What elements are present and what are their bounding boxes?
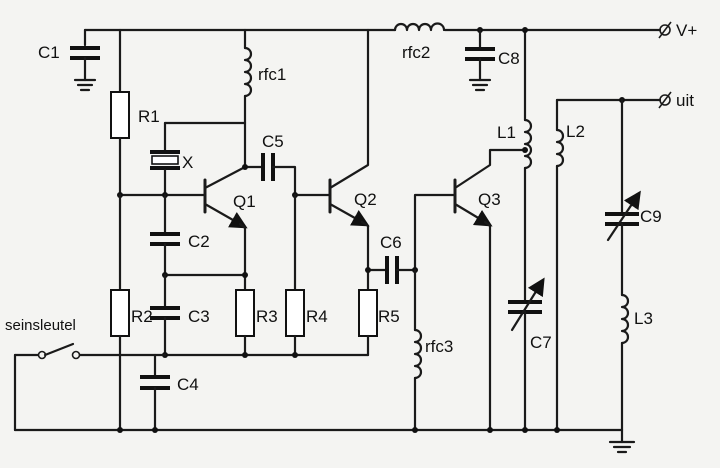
ground-rail	[13, 427, 636, 454]
emitter-bus	[162, 352, 370, 358]
c4-label: C4	[177, 375, 199, 394]
r1-label: R1	[138, 107, 160, 126]
c2-label: C2	[188, 232, 210, 251]
q2-label: Q2	[354, 190, 377, 209]
seinsleutel-label: seinsleutel	[5, 317, 76, 334]
capacitor-c3: C3	[150, 272, 248, 357]
c5-label: C5	[262, 132, 284, 151]
c3-label: C3	[188, 307, 210, 326]
resistor-r3: R3	[235, 289, 278, 357]
capacitor-c6: C6	[365, 233, 417, 284]
capacitor-c8: C8	[465, 27, 520, 92]
capacitor-c5: C5	[242, 132, 297, 197]
capacitor-c7: C7	[508, 277, 552, 432]
vplus-label: V+	[676, 21, 697, 40]
supply-rail	[83, 28, 662, 47]
inductor-rfc3: rfc3	[412, 193, 457, 432]
inductor-rfc2: rfc2	[393, 22, 446, 62]
uit-label: uit	[676, 91, 694, 110]
inductor-rfc1: rfc1	[243, 28, 286, 169]
rfc2-label: rfc2	[402, 43, 430, 62]
q1-label: Q1	[233, 192, 256, 211]
l3-label: L3	[634, 309, 653, 328]
c9-label: C9	[640, 207, 662, 226]
capacitor-c1: C1	[38, 43, 100, 92]
resistor-r4: R4	[285, 192, 332, 357]
r5-label: R5	[378, 307, 400, 326]
resistor-r5: R5	[358, 289, 400, 357]
r2-label: R2	[131, 307, 153, 326]
output-line: uit	[555, 91, 694, 110]
inductor-l2: L2	[555, 98, 585, 432]
l1-label: L1	[497, 123, 516, 142]
capacitor-c4: C4	[140, 353, 199, 432]
c6-label: C6	[380, 233, 402, 252]
c8-label: C8	[498, 49, 520, 68]
rfc1-label: rfc1	[258, 65, 286, 84]
c1-label: C1	[38, 43, 60, 62]
capacitor-c2: C2	[150, 193, 210, 277]
transistor-q2: Q2	[328, 28, 377, 292]
resistor-r2: R2	[110, 193, 153, 432]
crystal-x: X	[150, 121, 247, 197]
transistor-q1: Q1	[203, 165, 256, 292]
rfc3-label: rfc3	[425, 337, 453, 356]
r3-label: R3	[256, 307, 278, 326]
capacitor-c9: C9	[605, 98, 662, 297]
inductor-l1: L1	[497, 27, 533, 302]
x-label: X	[182, 153, 193, 172]
transistor-q3: Q3	[453, 148, 524, 432]
vplus-terminal: V+	[658, 21, 697, 40]
q1-base-node	[117, 192, 207, 198]
inductor-l3: L3	[620, 293, 653, 432]
telegraph-key: seinsleutel	[5, 317, 167, 432]
r4-label: R4	[306, 307, 328, 326]
q3-label: Q3	[478, 190, 501, 209]
l2-label: L2	[566, 122, 585, 141]
c7-label: C7	[530, 333, 552, 352]
resistor-r1: R1	[110, 28, 160, 197]
